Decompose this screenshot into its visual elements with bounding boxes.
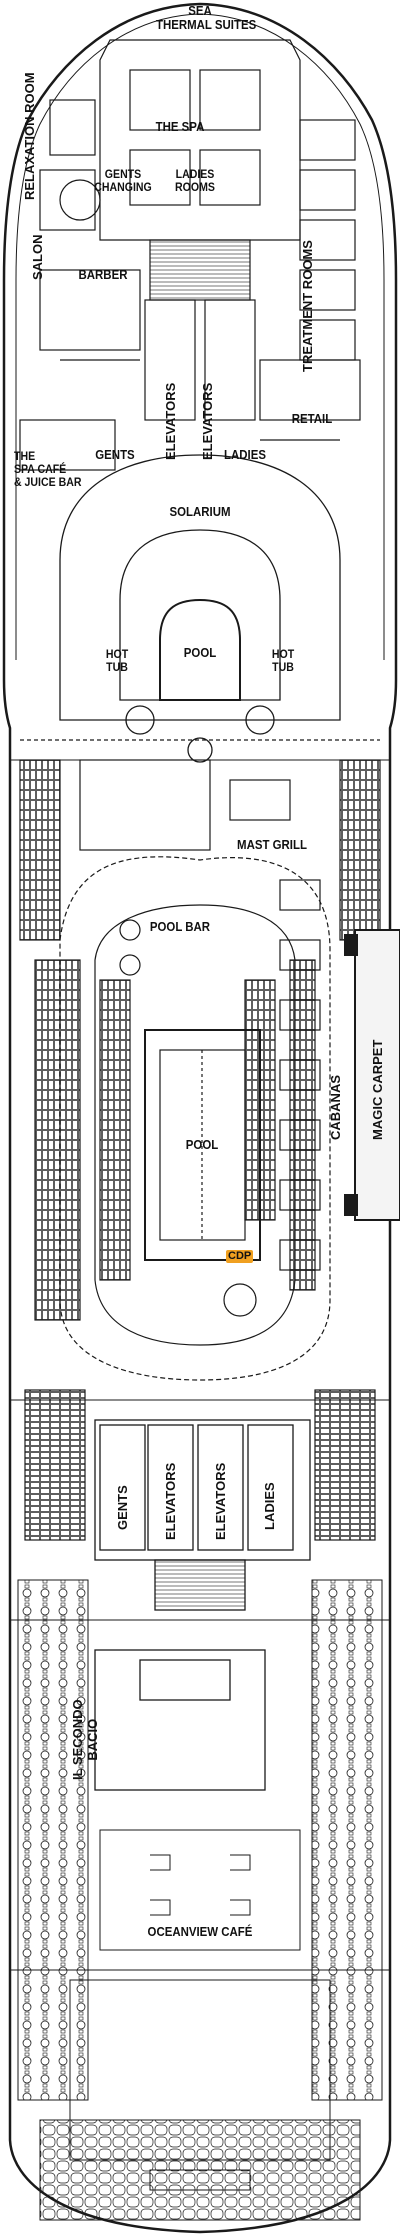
solarium-label: SOLARIUM bbox=[169, 504, 231, 519]
barber-label: BARBER bbox=[78, 267, 128, 282]
cabanas-label: CABANAS bbox=[328, 1075, 343, 1140]
mast-grill-label: MAST GRILL bbox=[237, 837, 307, 852]
ladies-mid-label: LADIES bbox=[262, 1482, 277, 1530]
main-pool-label: POOL bbox=[185, 1137, 219, 1152]
elevators-mid-left-label: ELEVATORS bbox=[163, 1462, 178, 1540]
salon-label: SALON bbox=[30, 234, 45, 281]
the-spa-label: THE SPA bbox=[155, 119, 205, 134]
magic-carpet-structure bbox=[344, 929, 400, 1221]
oceanview-cafe-label: OCEANVIEW CAFÉ bbox=[147, 1924, 253, 1939]
pool-deck bbox=[19, 759, 381, 1541]
solarium bbox=[20, 454, 380, 763]
elevators-fwd-right-label: ELEVATORS bbox=[200, 382, 215, 460]
il-secondo-bacio-label: IL SECONDO BACIO bbox=[70, 1699, 100, 1780]
gents-mid-label: GENTS bbox=[115, 1485, 130, 1530]
spa-cafe-label: THE SPA CAFÉ & JUICE BAR bbox=[14, 449, 82, 489]
pool-bar-label: POOL BAR bbox=[149, 919, 211, 934]
treatment-rooms-label: TREATMENT ROOMS bbox=[300, 240, 315, 372]
hot-tub-right-label: HOT TUB bbox=[271, 647, 295, 674]
dining-seating bbox=[17, 1579, 383, 2221]
gents-fwd-label: GENTS bbox=[95, 447, 135, 462]
magic-carpet-label: MAGIC CARPET bbox=[370, 1039, 385, 1140]
retail-label: RETAIL bbox=[291, 411, 333, 426]
solarium-pool-label: POOL bbox=[183, 645, 217, 660]
elevators-mid-right-label: ELEVATORS bbox=[213, 1462, 228, 1540]
spa-area bbox=[19, 39, 361, 471]
midship-core bbox=[94, 1419, 311, 1791]
sea-thermal-suites-label: SEA THERMAL SUITES bbox=[156, 3, 257, 32]
elevators-fwd-left-label: ELEVATORS bbox=[163, 382, 178, 460]
hull-inner bbox=[15, 13, 201, 660]
ladies-rooms-label: LADIES ROOMS bbox=[175, 167, 215, 194]
ladies-fwd-label: LADIES bbox=[224, 447, 266, 462]
hot-tub-left-label: HOT TUB bbox=[105, 647, 129, 674]
relaxation-room-label: RELAXATION ROOM bbox=[22, 72, 37, 200]
cdp-marker: CDP bbox=[226, 1250, 254, 1263]
gents-changing-label: GENTS CHANGING bbox=[94, 167, 152, 194]
